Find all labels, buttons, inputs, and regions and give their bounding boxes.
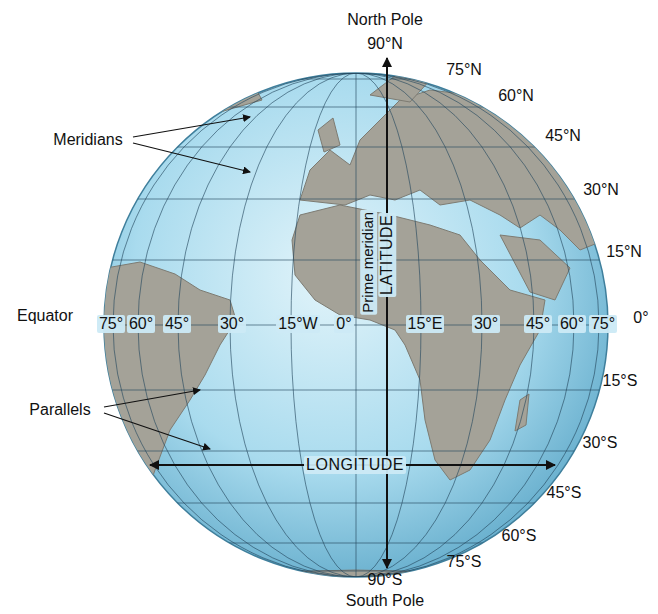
latitude-value: 45°S	[547, 484, 582, 502]
latitude-value: 45°N	[545, 127, 581, 145]
term-label: Meridians	[53, 131, 122, 149]
longitude-value: 30°	[218, 315, 246, 333]
axis-label: LONGITUDE	[304, 456, 406, 474]
longitude-value: 75°	[97, 315, 125, 333]
latitude-value: 15°N	[606, 243, 642, 261]
latitude-value: 75°S	[447, 553, 482, 571]
latitude-value: 0°	[633, 309, 648, 327]
latitude-value: 60°S	[502, 527, 537, 545]
latitude-value: 90°S	[368, 571, 403, 589]
longitude-value: 15°W	[276, 315, 319, 333]
longitude-value: 45°	[163, 315, 191, 333]
latitude-value: 60°N	[498, 87, 534, 105]
latitude-value: 75°N	[446, 61, 482, 79]
term-label: Parallels	[29, 401, 90, 419]
latitude-value: 90°N	[367, 35, 403, 53]
pole-name: North Pole	[347, 11, 423, 29]
continents	[95, 72, 612, 600]
term-label: Equator	[17, 307, 73, 325]
longitude-value: 75°	[589, 315, 617, 333]
longitude-value: 60°	[558, 315, 586, 333]
longitude-value: 0°	[334, 315, 353, 333]
longitude-value: 30°	[472, 315, 500, 333]
grid-lines	[90, 73, 620, 577]
latitude-value: 30°S	[583, 434, 618, 452]
axis-label: LATITUDE	[378, 213, 396, 297]
pole-name: South Pole	[346, 592, 424, 610]
axis-arrows	[150, 58, 555, 568]
prime-meridian-label: Prime meridian	[360, 210, 377, 315]
longitude-value: 60°	[127, 315, 155, 333]
latitude-value: 30°N	[583, 181, 619, 199]
leader-lines	[104, 117, 250, 449]
longitude-value: 45°	[524, 315, 552, 333]
longitude-value: 15°E	[406, 315, 445, 333]
latitude-value: 15°S	[603, 372, 638, 390]
